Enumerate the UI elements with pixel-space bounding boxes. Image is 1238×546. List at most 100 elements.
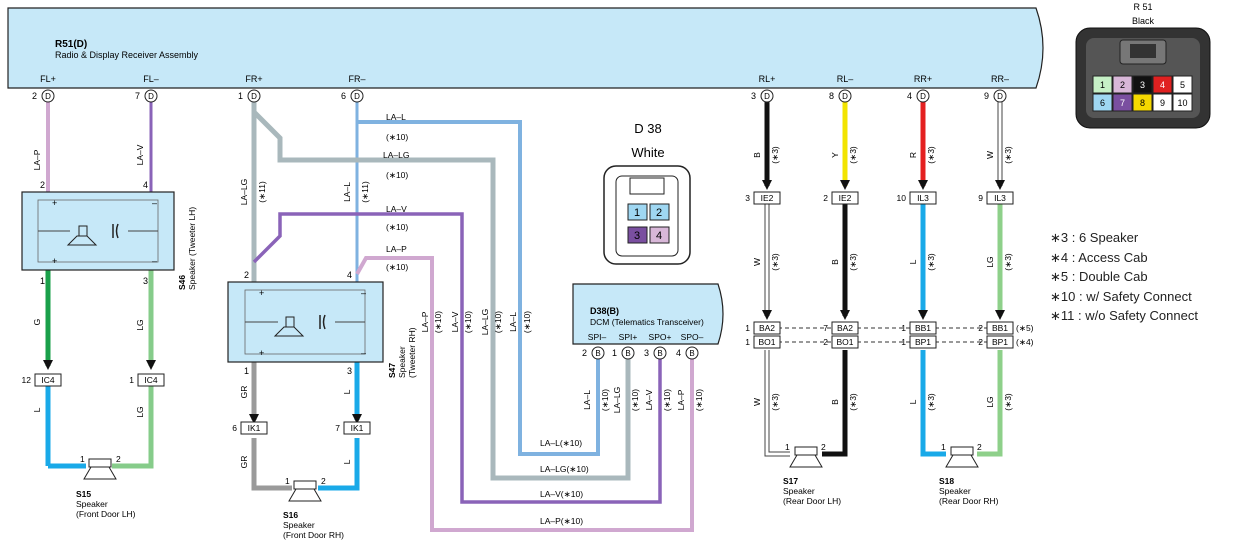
svg-text:7: 7 [135, 91, 140, 101]
pin-name-fl-minus: FL– [143, 74, 159, 84]
pin-name-fr-plus: FR+ [245, 74, 262, 84]
label-lg-rr: LG [985, 256, 995, 267]
label-star3-1: (∗3) [770, 146, 780, 164]
receiver-assembly: R51(D) Radio & Display Receiver Assembly [7, 7, 1044, 89]
svg-text:1: 1 [634, 207, 640, 219]
svg-text:6: 6 [232, 423, 237, 433]
svg-text:BB1: BB1 [992, 323, 1008, 333]
svg-text:2: 2 [823, 337, 828, 347]
label-b-rl-2: B [830, 259, 840, 265]
s17-line1: Speaker [783, 486, 815, 496]
legend-item-11: ∗11 : w/o Safety Connect [1050, 308, 1198, 323]
s17-line2: (Rear Door LH) [783, 496, 841, 506]
svg-text:B: B [595, 349, 600, 358]
d38-color: White [631, 145, 664, 160]
svg-text:IE2: IE2 [839, 193, 852, 203]
svg-text:6: 6 [341, 91, 346, 101]
svg-text:IC4: IC4 [144, 375, 158, 385]
r51-pin-cell [1132, 75, 1153, 94]
svg-text:B: B [625, 349, 630, 358]
label-l-rr-2: L [908, 399, 918, 404]
svg-text:2: 2 [977, 442, 982, 452]
r51-pin-label: 3 [1140, 80, 1145, 90]
svg-text:D: D [997, 92, 1003, 101]
label-star10-e: (∗10) [433, 311, 443, 333]
r51-pin-cell [1092, 75, 1113, 94]
wire-la-lg-dcm [252, 110, 631, 481]
svg-text:–: – [152, 198, 157, 208]
pin-rr-minus: D9 [984, 89, 1007, 103]
tweeter-lh-pin1: 1 [40, 276, 45, 286]
tweeter-rh-pin4: 4 [347, 270, 352, 280]
r51-pin-label: 4 [1160, 80, 1165, 90]
svg-text:3: 3 [634, 230, 640, 242]
wires [45, 102, 1003, 532]
svg-text:1: 1 [285, 476, 290, 486]
svg-text:IK1: IK1 [248, 423, 261, 433]
legend-item-10: ∗10 : w/ Safety Connect [1050, 288, 1192, 304]
svg-text:IL3: IL3 [917, 193, 929, 203]
dcm-pin-3: 3 [644, 348, 649, 358]
svg-text:2: 2 [32, 91, 37, 101]
label-star3-9: (∗3) [770, 393, 780, 411]
svg-text:10: 10 [897, 193, 907, 203]
r51-pin-label: 9 [1160, 98, 1165, 108]
svg-text:D: D [148, 92, 154, 101]
s16-line1: Speaker [283, 520, 315, 530]
label-la-v-v: LA–V [450, 311, 460, 332]
wire-b-s17 [822, 350, 848, 457]
legend-item-5: ∗5 : Double Cab [1050, 269, 1148, 284]
svg-text:2: 2 [116, 454, 121, 464]
svg-text:3: 3 [751, 91, 756, 101]
label-lg-fl: LG [135, 319, 145, 330]
svg-text:+: + [259, 348, 264, 358]
label-dcm-star-4: (∗10) [694, 389, 704, 411]
r51-pin-label: 8 [1140, 98, 1145, 108]
label-star10-h: (∗10) [522, 311, 532, 333]
label-star5: (∗5) [1016, 323, 1034, 333]
tweeter-rh-name: Speaker [397, 346, 407, 378]
svg-text:B: B [689, 349, 694, 358]
label-la-lg-h: LA–LG [383, 150, 409, 160]
label-la-v-bottom: LA–V(∗10) [540, 489, 583, 499]
label-w-rl-2: W [752, 398, 762, 406]
r51-pin-label: 10 [1177, 98, 1187, 108]
arrowheads [43, 180, 1005, 424]
wire-la-v-dcm [252, 212, 662, 504]
svg-text:D: D [354, 92, 360, 101]
label-star11-a: (∗11) [257, 181, 267, 203]
r51-pin-label: 1 [1100, 80, 1105, 90]
pin-fl-plus: D2 [32, 89, 55, 103]
door-speakers: 1 2 S15 Speaker (Front Door LH) 1 2 S16 … [76, 442, 999, 540]
tweeter-rh-name2: (Tweeter RH) [407, 327, 417, 378]
label-la-v-h: LA–V [386, 204, 407, 214]
tweeter-lh-name: Speaker (Tweeter LH) [187, 207, 197, 290]
d38-label: D 38 [634, 121, 661, 136]
svg-text:1: 1 [941, 442, 946, 452]
svg-text:IL3: IL3 [994, 193, 1006, 203]
label-l-fl: L [32, 407, 42, 412]
svg-text:3: 3 [745, 193, 750, 203]
label-star3-11: (∗3) [926, 393, 936, 411]
label-l-fr: L [342, 389, 352, 394]
svg-text:12: 12 [22, 375, 32, 385]
pin-name-rl-minus: RL– [837, 74, 854, 84]
pin-rr-plus: D4 [907, 89, 930, 103]
tweeter-lh-pin4: 4 [143, 180, 148, 190]
label-la-l-v: LA–L [508, 312, 518, 332]
speaker-s16: 1 2 S16 Speaker (Front Door RH) [283, 476, 344, 540]
svg-text:2: 2 [656, 207, 662, 219]
r51-pin-cell [1172, 75, 1193, 94]
svg-text:4: 4 [907, 91, 912, 101]
label-la-lg-bottom: LA–LG(∗10) [540, 464, 589, 474]
pin-fl-minus: D7 [135, 89, 158, 103]
